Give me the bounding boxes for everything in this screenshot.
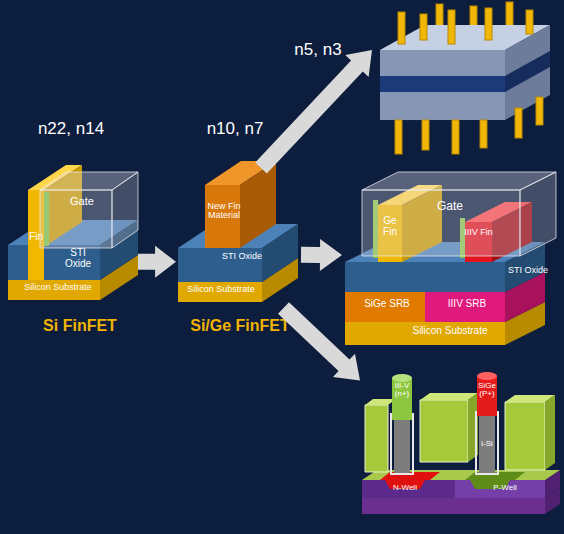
nanowire-pillar xyxy=(398,12,405,44)
nanowire-pillar xyxy=(536,97,543,125)
transition-arrow xyxy=(301,239,342,271)
pillar-liner xyxy=(391,414,413,474)
part-label: IIIV SRB xyxy=(428,299,506,310)
part-label: Silicon Substrate xyxy=(178,285,264,294)
nanowire-pillar xyxy=(515,108,522,138)
gate-side xyxy=(520,172,556,256)
new-fin-side xyxy=(240,161,276,248)
spacer-block-top xyxy=(365,399,396,405)
part-label: STI Oxide xyxy=(222,252,262,261)
base-front xyxy=(362,498,545,514)
nanowire-pillar xyxy=(452,120,459,154)
nanowire-pillar xyxy=(395,120,402,154)
nanowire-drawing xyxy=(380,2,550,154)
gate-front xyxy=(362,190,520,256)
device-node: III-V (n+) SiGe (P+) i-SiN-Well P-Well xyxy=(360,360,560,530)
iiiv-cap-top xyxy=(392,374,412,382)
sti-front xyxy=(178,248,262,282)
spacer-block xyxy=(505,402,545,470)
ge-iiiv-finfet-drawing xyxy=(345,172,556,345)
device-node: n22, n14GateFinSTI OxideSilicon Substrat… xyxy=(8,168,138,308)
sti-front xyxy=(8,245,100,280)
part-label: STI Oxide xyxy=(508,266,548,275)
part-label: N-Well xyxy=(382,484,428,492)
part-label: STI Oxide xyxy=(60,248,96,269)
p-well-front xyxy=(455,480,545,498)
part-label: SiGe SRB xyxy=(348,299,426,310)
node-label: n5, n3 xyxy=(280,41,356,59)
gate-side xyxy=(112,172,138,248)
device-caption: Si/Ge FinFET xyxy=(174,318,306,335)
nanowire-pillar xyxy=(420,14,427,40)
si-finfet-drawing xyxy=(8,165,138,300)
block-front xyxy=(380,50,505,120)
transition-arrow xyxy=(138,246,176,278)
nanowire-pillar xyxy=(448,10,455,44)
iiiv-srb-front xyxy=(425,292,505,322)
nanowire-pillar xyxy=(526,10,533,34)
device-caption: Si FinFET xyxy=(22,318,138,335)
part-label: P-Well xyxy=(482,484,528,492)
sige-finfet-drawing xyxy=(178,161,298,302)
part-label: Silicon Substrate xyxy=(10,283,106,292)
nanowire-pillar xyxy=(480,120,487,148)
sige-srb-front xyxy=(345,292,425,322)
transition-arrow xyxy=(278,302,360,380)
part-label: Gate xyxy=(62,196,102,208)
sti-front xyxy=(345,262,505,292)
spacer-block xyxy=(420,400,468,462)
spacer-block-top xyxy=(420,393,478,400)
sti-side xyxy=(262,224,298,282)
part-label: Ge Fin xyxy=(376,216,404,237)
spacer-block-side xyxy=(545,395,555,470)
spacer-block xyxy=(365,405,388,472)
nanowire-pillar xyxy=(422,120,429,150)
transition-arrow xyxy=(255,50,372,174)
vertical-tfet-drawing xyxy=(362,372,560,514)
part-label: III-V (n+) xyxy=(388,382,416,399)
n-well-front xyxy=(362,480,455,498)
gate-front xyxy=(40,190,112,248)
sige-cap-top xyxy=(477,372,497,380)
part-label: Fin xyxy=(26,232,46,243)
node-label: n22, n14 xyxy=(16,120,126,138)
si-pillar xyxy=(394,418,410,473)
nanowire-pillar xyxy=(485,8,492,40)
part-label: i-Si xyxy=(475,440,499,448)
part-label: SiGe (P+) xyxy=(473,382,501,399)
block-band-side xyxy=(505,51,550,92)
node-label: n10, n7 xyxy=(190,120,280,138)
part-label: Gate xyxy=(428,200,472,213)
device-node: n10, n7New Fin MaterialSTI OxideSilicon … xyxy=(176,168,301,308)
device-node: n5, n3 xyxy=(372,5,555,155)
part-label: New Fin Material xyxy=(204,202,244,221)
pillar-liner xyxy=(476,412,498,474)
device-node: Gate Ge FinIIIV FinSTI OxideSiGe SRBIIIV … xyxy=(342,170,560,375)
part-label: IIIV Fin xyxy=(463,228,494,237)
part-label: Silicon Substrate xyxy=(390,326,510,337)
block-band xyxy=(380,76,505,92)
